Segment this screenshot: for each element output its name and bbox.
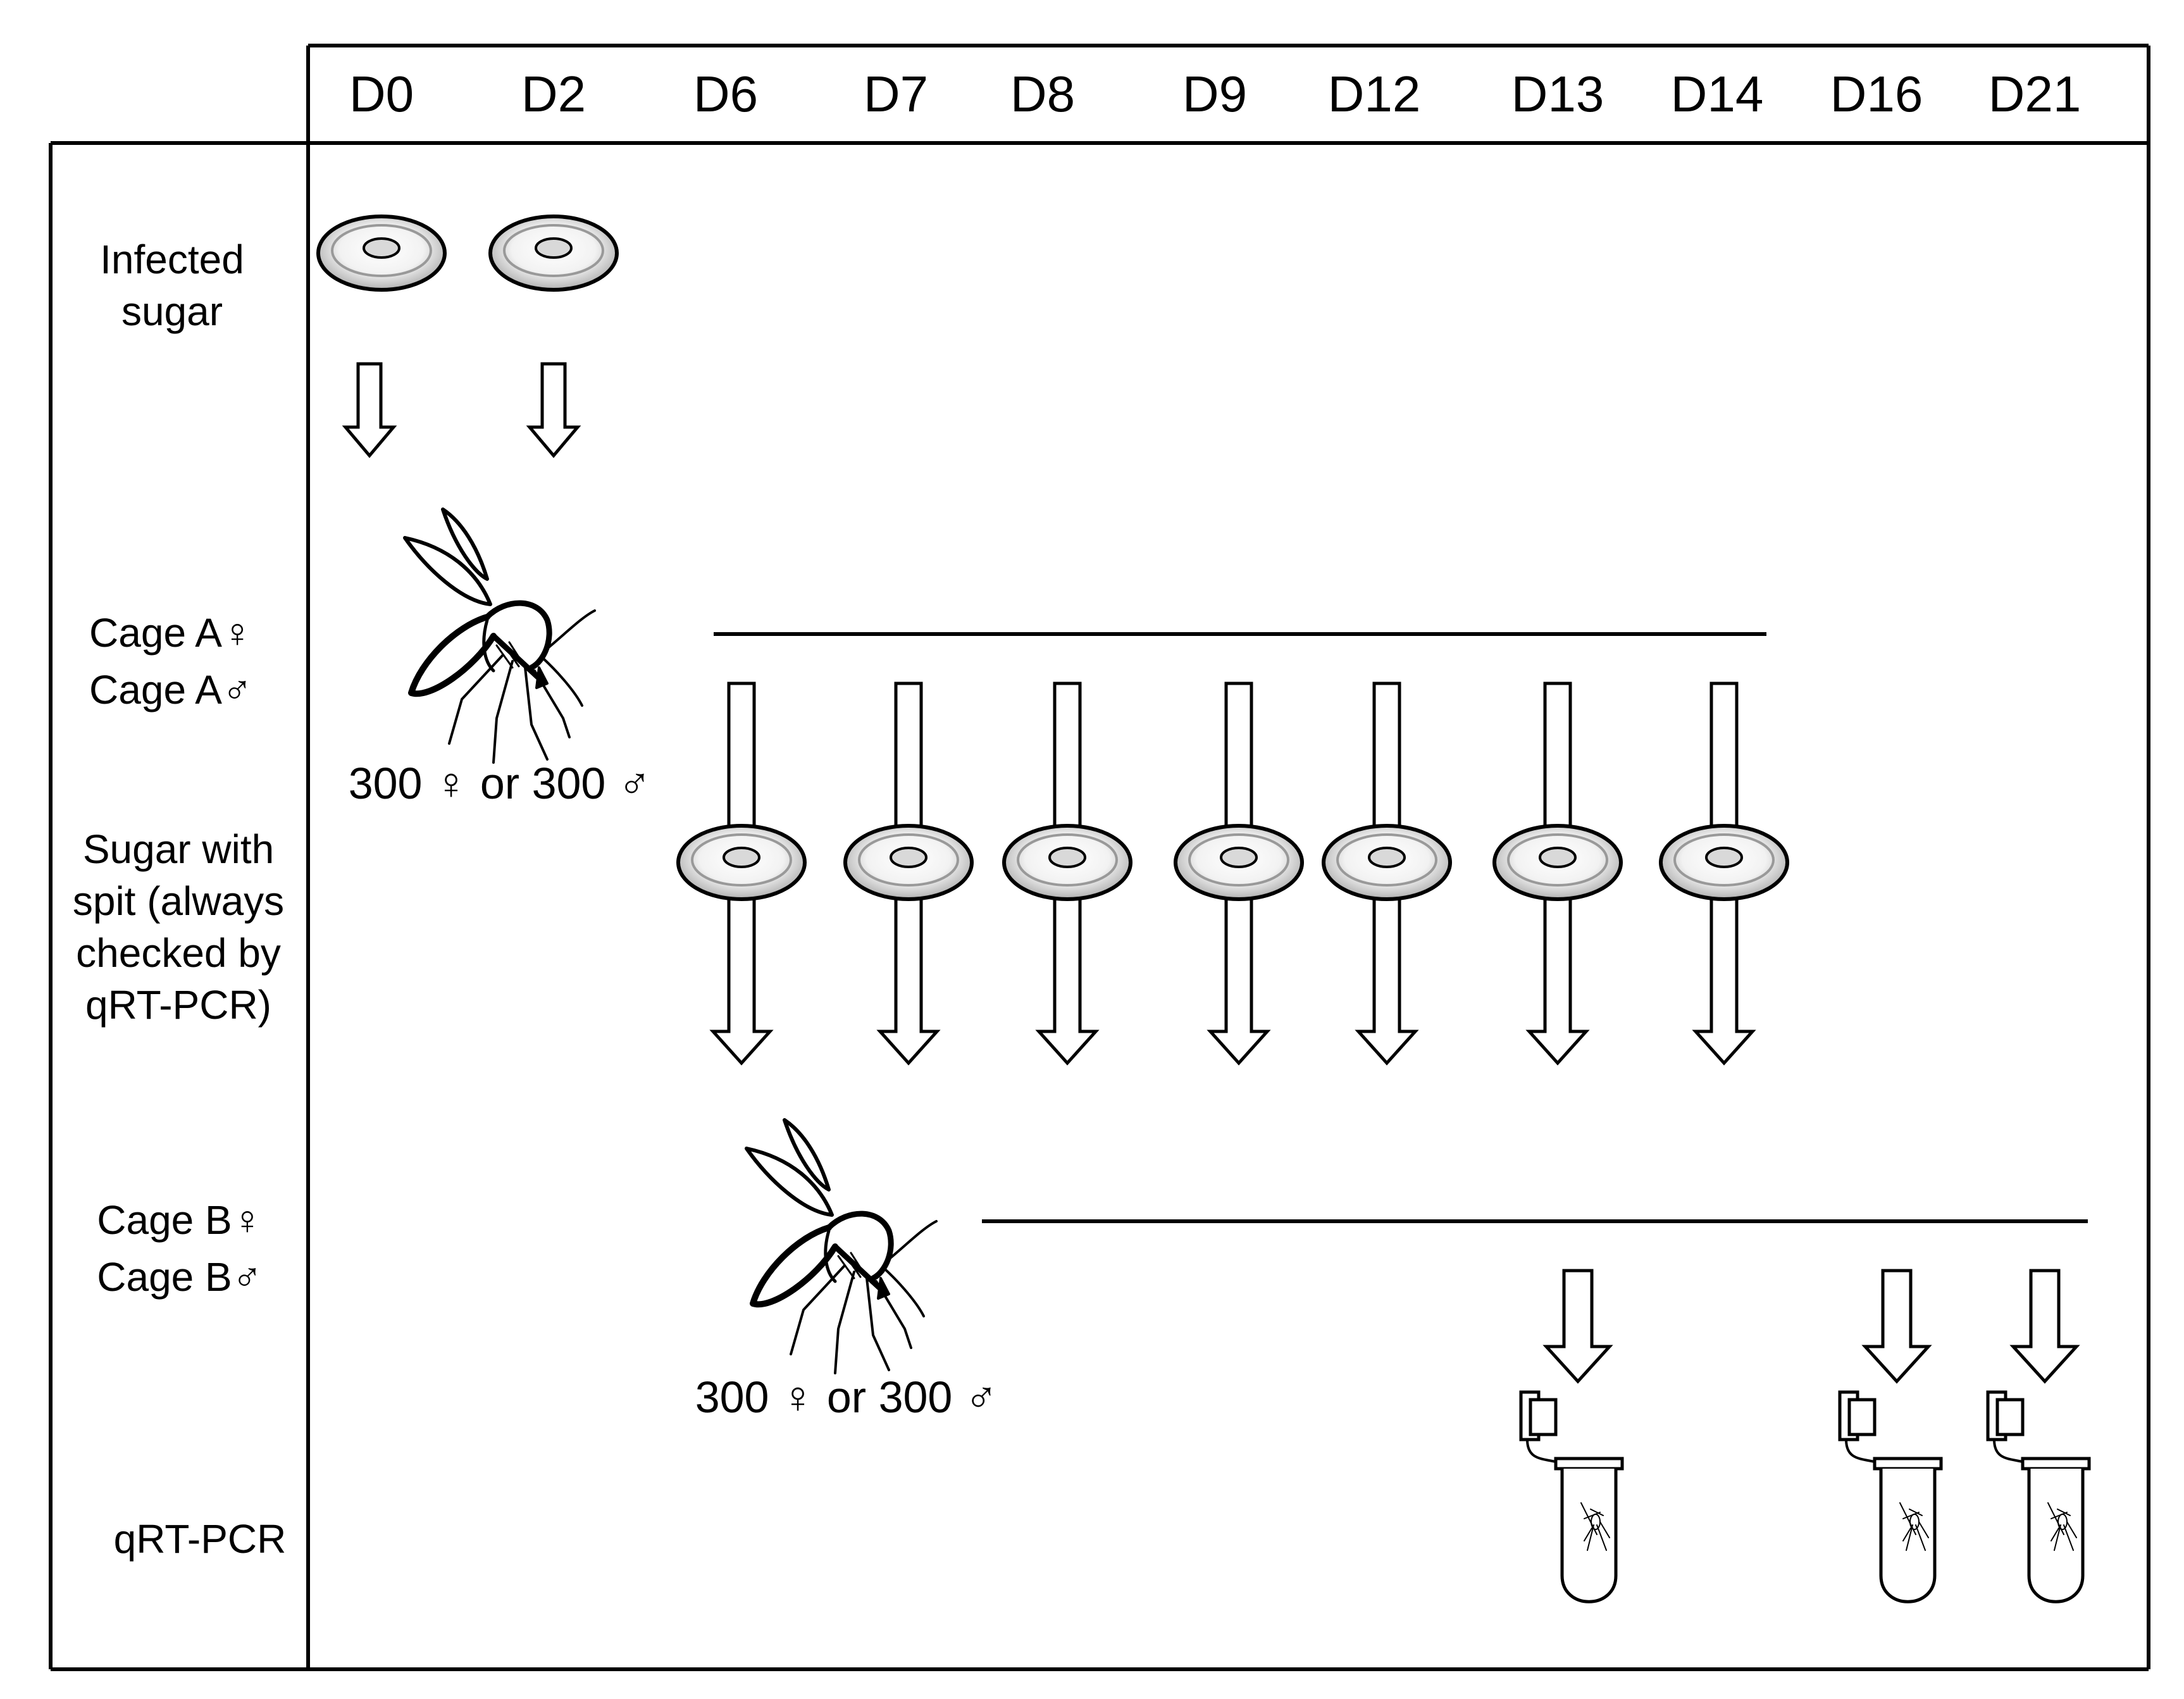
row-label-cage-a: Cage A♀ [89,610,252,656]
row-label-sugar-spit: qRT-PCR) [85,982,271,1028]
day-label: D14 [1671,66,1764,122]
cage-a-count: 300 ♀ or 300 ♂ [349,759,652,808]
row-label-cage-a: Cage A♂ [89,667,252,713]
cage-b-count: 300 ♀ or 300 ♂ [695,1372,998,1422]
day-label: D0 [349,66,414,122]
sample-tube-icon [1988,1392,2089,1602]
down-arrow-icon [1865,1271,1928,1381]
sugar-pad-icon [1324,826,1450,899]
down-arrow-icon [1546,1271,1610,1381]
sugar-pad-icon [318,216,445,290]
day-label: D7 [864,66,928,122]
row-label-sugar-spit: checked by [76,930,281,976]
day-header: D0 D2 D6 D7 D8 D9 D12 D13 D14 D16 D21 [349,66,2082,122]
day-label: D13 [1511,66,1604,122]
down-arrow-icon [345,364,394,456]
down-arrow-icon [530,364,578,456]
row-label-qrtpcr: qRT-PCR [114,1516,287,1562]
sugar-pad-icon [1176,826,1302,899]
sugar-pad-icon [1661,826,1787,899]
day-label: D12 [1328,66,1421,122]
down-arrow-icon [2013,1271,2076,1381]
row-labels: Infected sugar Cage A♀ Cage A♂ Sugar wit… [73,237,286,1562]
day-label: D21 [1989,66,2082,122]
row-label-cage-b: Cage B♀ [97,1197,262,1243]
sugar-pad-icon [1004,826,1131,899]
day-label: D9 [1182,66,1247,122]
day-label: D8 [1010,66,1075,122]
sugar-pad-icon [1494,826,1621,899]
row-label-infected-sugar: sugar [121,289,223,334]
row-label-cage-b: Cage B♂ [97,1254,262,1300]
day-label: D16 [1830,66,1923,122]
sample-tube-icon [1521,1392,1622,1602]
sample-tube-icon [1840,1392,1941,1602]
table-frame [49,44,2150,1671]
mosquito-icon [747,1120,936,1373]
row-label-infected-sugar: Infected [100,237,244,282]
sugar-pad-icon [490,216,617,290]
mosquito-icon [405,509,595,762]
row-label-sugar-spit: Sugar with [83,826,274,872]
sugar-pad-icon [678,826,805,899]
sugar-pad-icon [845,826,972,899]
day-label: D6 [693,66,758,122]
row-label-sugar-spit: spit (always [73,878,284,924]
day-label: D2 [521,66,586,122]
